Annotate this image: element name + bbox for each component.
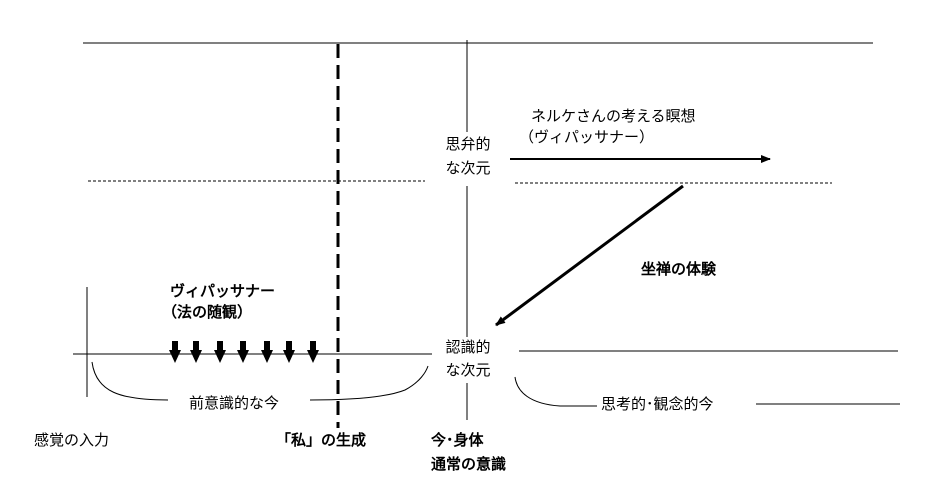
- cognitive-dimension-line2: な次元: [445, 361, 491, 379]
- vipassana-down-arrow: [169, 341, 181, 363]
- vipassana-paren-label: （ヴィパッサナー）: [519, 128, 655, 146]
- vipassana-arrow-row: [169, 341, 319, 363]
- vipassana-down-arrow: [261, 341, 273, 363]
- vipassana-down-arrow: [237, 341, 249, 363]
- vipassana-down-arrow: [214, 341, 226, 363]
- preconscious-now-label: 前意識的な今: [189, 394, 280, 412]
- cognitive-dimension-line1: 認識的: [445, 338, 491, 356]
- zazen-experience-label: 坐禅の体験: [641, 260, 717, 278]
- vipassana-title: ヴィパッサナー: [170, 282, 276, 300]
- now-body-label: 今･身体: [431, 431, 484, 449]
- vipassana-down-arrow: [307, 341, 319, 363]
- discursive-dimension-line2: な次元: [445, 159, 491, 177]
- zazen-arrow: [495, 184, 684, 327]
- discursive-dimension-line1: 思弁的: [445, 135, 491, 153]
- thinking-now-label: 思考的･観念的今: [601, 395, 714, 413]
- ordinary-consciousness-label: 通常の意識: [431, 455, 507, 473]
- thinking-brace: [514, 376, 900, 407]
- vipassana-down-arrow: [283, 341, 295, 363]
- sensory-input-label: 感覚の入力: [34, 431, 110, 449]
- vipassana-down-arrow: [190, 341, 202, 363]
- preconscious-brace: [91, 361, 429, 401]
- nerke-meditation-label: ネルケさんの考える瞑想: [531, 107, 696, 125]
- dharma-contemplation-label: （法の随観）: [162, 303, 253, 321]
- self-generation-label: 「私」の生成: [276, 431, 367, 449]
